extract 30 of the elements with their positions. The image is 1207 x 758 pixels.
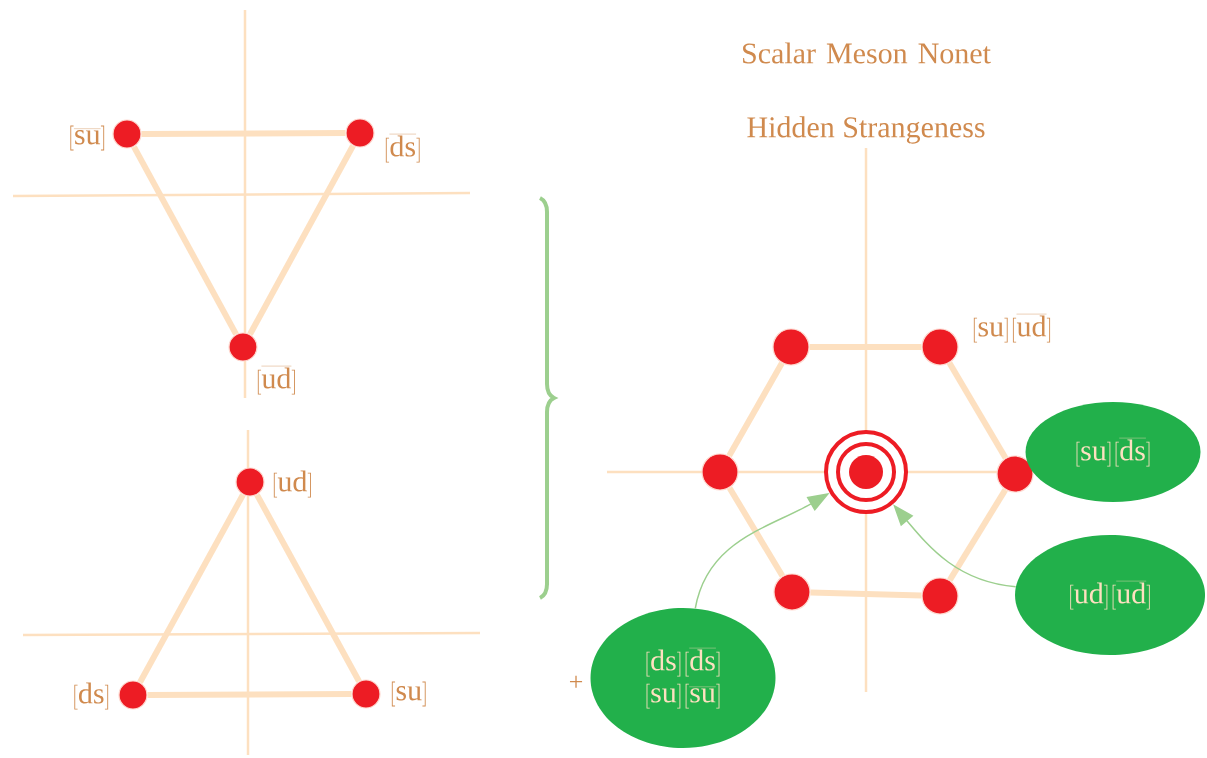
subtitle: Hidden Strangeness (747, 116, 985, 144)
connecting-line (947, 488, 1008, 582)
point-label: $[\mathrm{su}][\overline{\mathrm{ud}}]$ (973, 314, 1051, 343)
connecting-line (147, 691, 352, 698)
connecting-line (131, 145, 239, 336)
point-label: $[\overline{\mathrm{ud}}]$ (257, 366, 295, 395)
point-dot (996, 455, 1034, 493)
point-dot (701, 453, 739, 491)
point-dot (772, 328, 810, 366)
bubble: $[\mathrm{ds}][\overline{\mathrm{ds}}]$ $[\mathrm{su}][\overline{\mathrm{su}}]$ (590, 608, 776, 748)
connecting-line (726, 361, 785, 458)
point-label: $[\mathrm{ud}]$ (273, 470, 311, 498)
point-dot (773, 573, 811, 611)
connecting-line (141, 130, 346, 137)
point-dot (921, 577, 959, 615)
point-label: $[\overline{\mathrm{su}}]$ (70, 125, 105, 151)
point-label: $[\mathrm{ds}]$ (74, 682, 109, 710)
bubble: $[\mathrm{ud}][\overline{\mathrm{ud}}]$ (1015, 535, 1205, 655)
target-symbol (824, 430, 908, 514)
connecting-line (727, 486, 785, 578)
connecting-line (946, 361, 1009, 460)
connecting-line (809, 344, 922, 350)
connecting-line (810, 589, 922, 599)
connecting-line (247, 144, 356, 336)
connecting-line (137, 493, 246, 684)
point-label: $[\mathrm{su}]$ (391, 681, 426, 707)
title: Scalar Meson Nonet (743, 42, 991, 64)
connecting-line (254, 493, 362, 683)
bubble: $[\mathrm{su}][\overline{\mathrm{ds}}]$ (1025, 402, 1201, 502)
point-label: $[\overline{\mathrm{ds}}]$ (385, 134, 420, 163)
